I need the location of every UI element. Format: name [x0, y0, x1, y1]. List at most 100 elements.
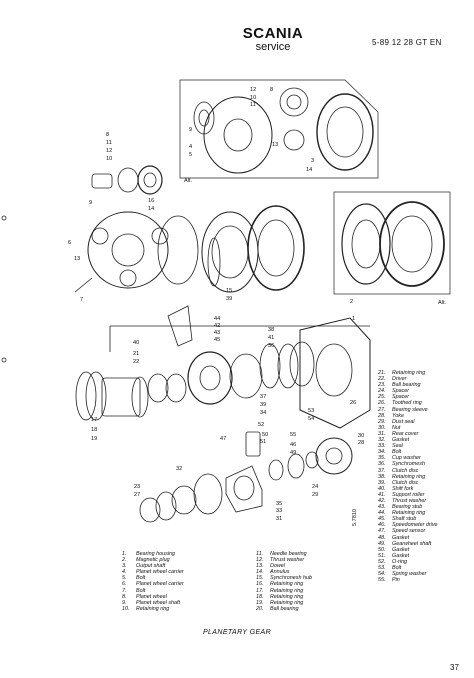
- alt-label-2: Alt.: [438, 300, 447, 306]
- legend-item: 33.Seal: [378, 443, 403, 450]
- alt-annulus: [333, 191, 451, 295]
- callout-15: 15: [226, 288, 232, 294]
- legend-item: 2.Magnetic plug: [122, 557, 170, 564]
- callout-39b: 39: [260, 402, 266, 408]
- callout-37: 37: [260, 394, 266, 400]
- callout-54: 54: [308, 416, 314, 422]
- callout-29: 29: [312, 492, 318, 498]
- callout-2: 2: [350, 299, 353, 305]
- legend-item: 10.Retaining ring: [122, 605, 170, 612]
- callout-18: 18: [91, 427, 97, 433]
- legend-item: 49.Gearwheel shaft: [378, 540, 432, 547]
- callout-14b: 14: [148, 206, 154, 212]
- legend-item: 16.Retaining ring: [256, 581, 304, 588]
- rear-cover-group: [139, 431, 353, 523]
- upper-planet-carrier-group: [179, 79, 379, 179]
- callout-9: 9: [189, 127, 192, 133]
- legend-item: 19.Retaining ring: [256, 599, 304, 606]
- legend-item: 22.Driver: [378, 376, 407, 383]
- callout-38: 38: [268, 327, 274, 333]
- legend-item: 55.Pin: [378, 577, 400, 584]
- legend-item: 39.Clutch disc: [378, 479, 419, 486]
- legend-item: 43.Bearing stub: [378, 504, 423, 511]
- callout-47: 47: [220, 436, 226, 442]
- callout-17: 17: [91, 417, 97, 423]
- legend-item: 36.Synchromesh: [378, 461, 425, 468]
- legend-item: 13.Dowel: [256, 563, 285, 570]
- annulus-group: [201, 205, 305, 293]
- callout-52: 52: [258, 422, 264, 428]
- callout-36: 36: [268, 343, 274, 349]
- callout-22: 22: [133, 359, 139, 365]
- legend-item: 37.Clutch disc: [378, 467, 419, 474]
- callout-8: 8: [270, 87, 273, 93]
- callout-26: 26: [350, 400, 356, 406]
- legend-item: 45.Shaft stub: [378, 516, 417, 523]
- callout-4: 4: [189, 144, 192, 150]
- legend-item: 17.Retaining ring: [256, 587, 304, 594]
- legend-item: 44.Retaining ring: [378, 510, 426, 517]
- callout-10: 10: [250, 95, 256, 101]
- legend-item: 46.Speedometer drive: [378, 522, 438, 529]
- callout-3: 3: [311, 158, 314, 164]
- legend-item: 47.Speed sensor: [378, 528, 426, 535]
- legend-item: 32.Gasket: [378, 437, 410, 444]
- callout-1: 1: [352, 316, 355, 322]
- legend-item: 21.Retaining ring: [378, 370, 426, 376]
- legend-item: 12.Thrust washer: [256, 557, 305, 564]
- callout-30: 30: [358, 433, 364, 439]
- callout-32: 32: [176, 466, 182, 472]
- callout-44: 44: [214, 316, 220, 322]
- legend-item: 51.Gasket: [378, 552, 410, 559]
- brand-name: SCANIA: [242, 25, 304, 42]
- callout-5: 5: [189, 152, 192, 158]
- callout-10b: 10: [106, 156, 112, 162]
- callout-6: 6: [68, 240, 71, 246]
- legend-item: 29.Dust seal: [378, 418, 415, 425]
- legend-item: 23.Ball bearing: [378, 382, 421, 389]
- callout-16: 16: [148, 198, 154, 204]
- callout-13: 13: [272, 142, 278, 148]
- brand-subtitle: service: [255, 41, 291, 53]
- legend-item: 4.Planet wheel carrier: [122, 569, 184, 576]
- callout-11: 11: [250, 102, 256, 108]
- callout-8b: 8: [106, 132, 109, 138]
- legend-item: 18.Retaining ring: [256, 593, 304, 600]
- legend-item: 20.Ball bearing: [256, 605, 299, 612]
- callout-35: 35: [276, 501, 282, 507]
- legend-item: 35.Cup washer: [378, 455, 421, 462]
- legend-item: 40.Shift fork: [378, 485, 414, 492]
- legend-item: 3.Output shaft: [122, 563, 166, 570]
- callout-43: 43: [214, 330, 220, 336]
- callout-45: 45: [214, 337, 220, 343]
- callout-14: 14: [306, 167, 312, 173]
- alt-label-1: Alt.: [184, 178, 193, 184]
- legend-item: 48.Gasket: [378, 534, 410, 541]
- legend-item: 54.Spring washer: [378, 571, 427, 578]
- legend-item: 41.Support roller: [378, 491, 425, 498]
- legend-item: 7.Bolt: [122, 587, 146, 594]
- callout-27: 27: [134, 492, 140, 498]
- legend-item: 25.Spacer: [378, 394, 410, 401]
- callout-41: 41: [268, 335, 274, 341]
- callout-46: 46: [290, 442, 296, 448]
- legend-item: 8.Planet wheel: [122, 593, 167, 600]
- callout-53: 53: [308, 408, 314, 414]
- callout-31: 31: [276, 516, 282, 522]
- callout-7: 7: [80, 297, 83, 303]
- clutch-and-synchro-group: [75, 305, 371, 429]
- legend-item: 11.Needle bearing: [256, 551, 307, 557]
- legend-item: 26.Toothed ring: [378, 400, 422, 407]
- legend-item: 38.Retaining ring: [378, 473, 426, 480]
- legend-item: 14.Annulus: [256, 569, 290, 576]
- callout-34: 34: [260, 410, 266, 416]
- callout-50: 50: [262, 432, 268, 438]
- legend-left-column: 1.Bearing housing 2.Magnetic plug 3.Outp…: [122, 551, 184, 612]
- callout-24: 24: [312, 484, 318, 490]
- page-number: 37: [450, 663, 459, 672]
- legend-item: 31.Rear cover: [378, 430, 419, 437]
- legend-item: 52.O-ring: [378, 558, 407, 565]
- callout-40: 40: [133, 340, 139, 346]
- callout-9b: 9: [89, 200, 92, 206]
